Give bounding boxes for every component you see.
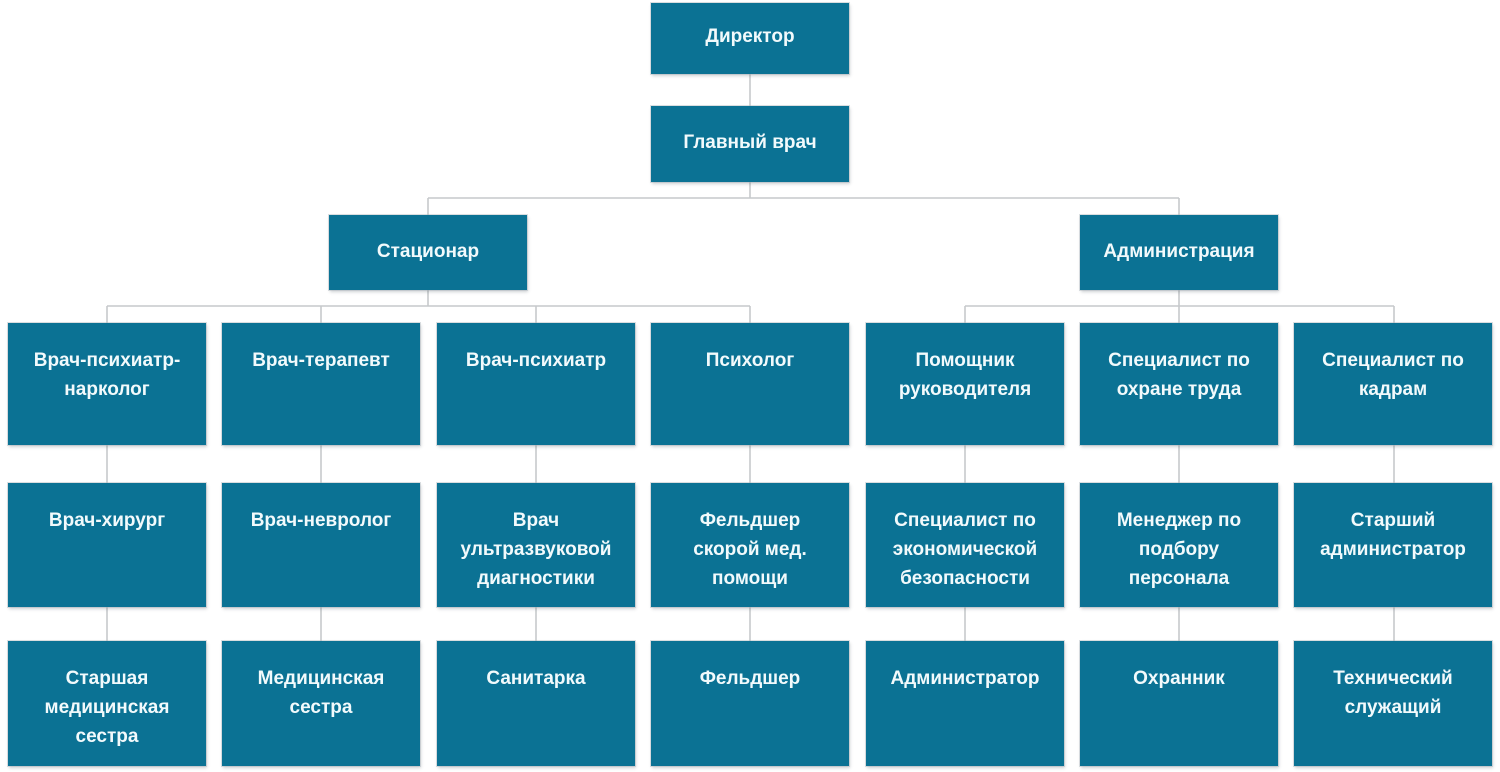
node-technical-worker: Технический служащий [1294,641,1492,766]
node-therapist: Врач-терапевт [222,323,420,445]
node-senior-administrator: Старший администратор [1294,483,1492,607]
node-psychiatrist: Врач-психиатр [437,323,635,445]
node-ambulance-paramedic: Фельдшер скорой мед. помощи [651,483,849,607]
node-head-nurse: Старшая медицинская сестра [8,641,206,766]
node-security-guard: Охранник [1080,641,1278,766]
node-director: Директор [651,3,849,74]
node-hr-specialist: Специалист по кадрам [1294,323,1492,445]
node-paramedic: Фельдшер [651,641,849,766]
node-assistant-to-director: Помощник руководителя [866,323,1064,445]
node-ultrasound-doctor: Врач ультразвуковой диагностики [437,483,635,607]
node-labor-safety-specialist: Специалист по охране труда [1080,323,1278,445]
node-nurse: Медицинская сестра [222,641,420,766]
node-chief-physician: Главный врач [651,106,849,182]
node-branch-inpatient: Стационар [329,215,527,290]
node-administrator: Администратор [866,641,1064,766]
node-economic-security-specialist: Специалист по экономической безопасности [866,483,1064,607]
node-branch-administration: Администрация [1080,215,1278,290]
node-orderly: Санитарка [437,641,635,766]
node-psychiatrist-narcologist: Врач-психиатр-нарколог [8,323,206,445]
node-recruiting-manager: Менеджер по подбору персонала [1080,483,1278,607]
node-neurologist: Врач-невролог [222,483,420,607]
node-surgeon: Врач-хирург [8,483,206,607]
node-psychologist: Психолог [651,323,849,445]
